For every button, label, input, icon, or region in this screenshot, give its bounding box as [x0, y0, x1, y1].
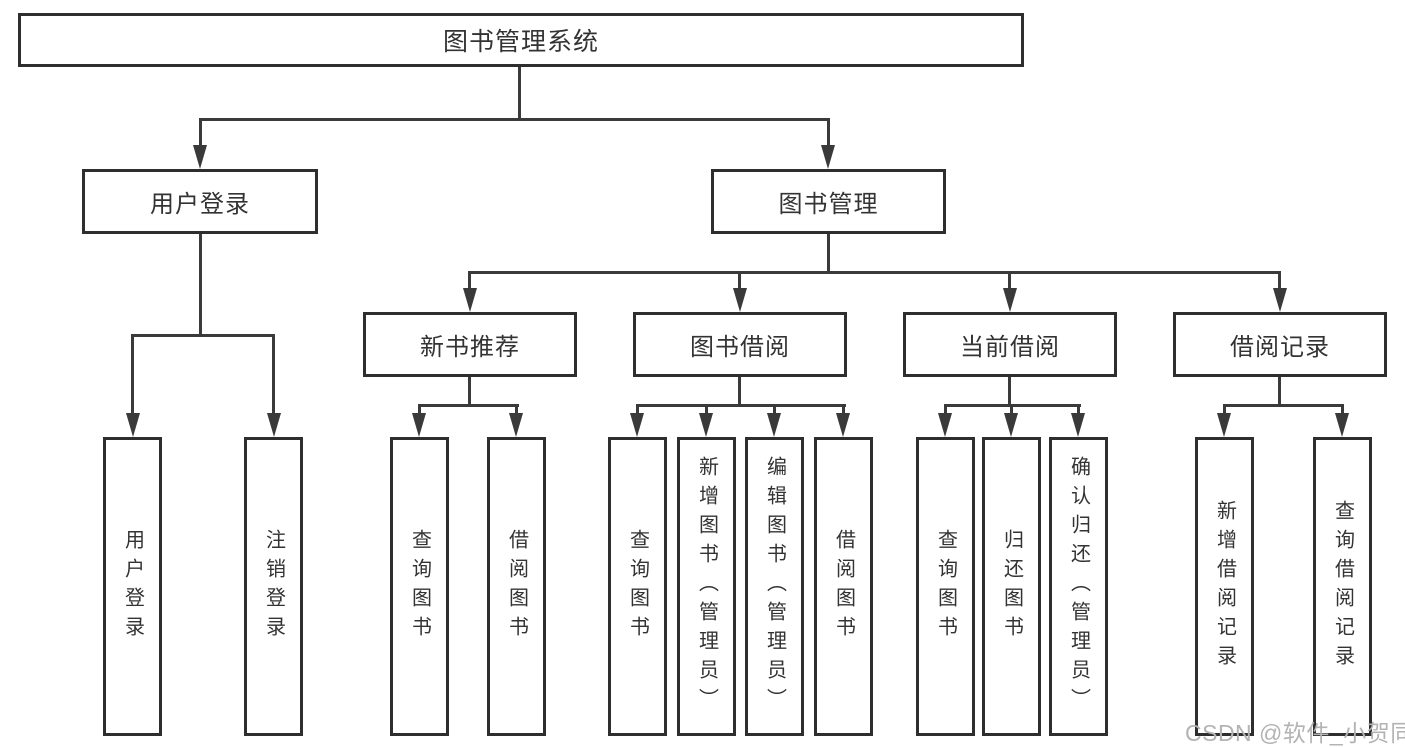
arrow-down-icon — [509, 413, 523, 437]
connector-line — [1278, 376, 1281, 407]
node-library-management-system: 图书管理系统 — [18, 13, 1024, 67]
connector-line — [636, 404, 639, 415]
connector-line — [773, 404, 776, 415]
node-new-book-recommend: 新书推荐 — [363, 312, 577, 377]
connector-line — [842, 404, 845, 415]
arrow-down-icon — [938, 413, 952, 437]
node-current-borrow: 当前借阅 — [903, 312, 1117, 377]
connector-line — [827, 232, 830, 274]
connector-line — [738, 271, 741, 291]
connector-line — [468, 376, 471, 407]
node-label: 新增借阅记录 — [1213, 499, 1236, 674]
node-label: 当前借阅 — [960, 334, 1060, 361]
connector-line — [518, 66, 521, 121]
connector-line — [944, 404, 947, 415]
node-label: 确认归还（管理员） — [1067, 456, 1090, 717]
node-label: 编辑图书（管理员） — [763, 456, 786, 717]
connector-line — [1341, 404, 1344, 415]
node-label: 借阅图书 — [832, 528, 855, 645]
connector-line — [418, 404, 519, 407]
connector-line — [1223, 404, 1226, 415]
arrow-down-icon — [767, 413, 781, 437]
node-borrow-records: 借阅记录 — [1173, 312, 1387, 377]
connector-line — [1008, 271, 1011, 291]
node-label: 借阅图书 — [505, 528, 528, 645]
node-label: 新书推荐 — [420, 334, 520, 361]
arrow-down-icon — [1004, 413, 1018, 437]
leaf-current-query-books: 查询图书 — [916, 437, 975, 736]
arrow-down-icon — [699, 413, 713, 437]
leaf-add-borrow-record: 新增借阅记录 — [1195, 437, 1254, 736]
arrow-down-icon — [193, 145, 207, 169]
arrow-down-icon — [1217, 413, 1231, 437]
leaf-edit-books-admin: 编辑图书（管理员） — [745, 437, 804, 736]
connector-line — [1077, 404, 1080, 415]
node-label: 查询图书 — [408, 528, 431, 645]
connector-line — [636, 404, 846, 407]
node-book-management: 图书管理 — [711, 169, 946, 234]
connector-line — [1008, 376, 1011, 407]
arrow-down-icon — [267, 413, 281, 437]
arrow-down-icon — [1273, 288, 1287, 312]
leaf-return-books: 归还图书 — [982, 437, 1041, 736]
arrow-down-icon — [733, 288, 747, 312]
arrow-down-icon — [821, 145, 835, 169]
leaf-query-borrow-record: 查询借阅记录 — [1313, 437, 1372, 736]
arrow-down-icon — [412, 413, 426, 437]
connector-line — [1010, 404, 1013, 415]
connector-line — [131, 334, 134, 415]
node-label: 查询图书 — [934, 528, 957, 645]
leaf-add-books-admin: 新增图书（管理员） — [677, 437, 736, 736]
connector-line — [418, 404, 421, 415]
connector-line — [468, 271, 471, 291]
arrow-down-icon — [1003, 288, 1017, 312]
node-label: 图书借阅 — [690, 334, 790, 361]
arrow-down-icon — [1071, 413, 1085, 437]
node-label: 用户登录 — [150, 191, 250, 218]
connector-line — [705, 404, 708, 415]
node-label: 归还图书 — [1000, 528, 1023, 645]
connector-line — [199, 118, 830, 121]
node-label: 图书管理 — [778, 191, 879, 218]
node-book-borrow: 图书借阅 — [633, 312, 847, 377]
leaf-confirm-return-admin: 确认归还（管理员） — [1049, 437, 1108, 736]
connector-line — [515, 404, 518, 415]
leaf-logout: 注销登录 — [244, 437, 303, 736]
arrow-down-icon — [836, 413, 850, 437]
node-label: 查询图书 — [626, 528, 649, 645]
leaf-user-login: 用户登录 — [103, 437, 162, 736]
node-label: 图书管理系统 — [442, 28, 599, 56]
connector-line — [738, 376, 741, 407]
connector-line — [1278, 271, 1281, 291]
csdn-watermark: CSDN @软件_小贺同学 — [1185, 720, 1405, 746]
leaf-newbook-query-books: 查询图书 — [390, 437, 449, 736]
connector-line — [468, 271, 1281, 274]
connector-line — [199, 118, 202, 148]
leaf-borrow-query-books: 查询图书 — [608, 437, 667, 736]
arrow-down-icon — [463, 288, 477, 312]
connector-line — [827, 118, 830, 148]
arrow-down-icon — [630, 413, 644, 437]
node-user-login: 用户登录 — [82, 169, 318, 234]
node-label: 注销登录 — [262, 528, 285, 645]
connector-line — [131, 334, 275, 337]
connector-line — [272, 334, 275, 415]
leaf-newbook-borrow-books: 借阅图书 — [487, 437, 546, 736]
node-label: 查询借阅记录 — [1331, 499, 1354, 674]
arrow-down-icon — [1335, 413, 1349, 437]
leaf-borrow-books: 借阅图书 — [814, 437, 873, 736]
arrow-down-icon — [126, 413, 140, 437]
node-label: 用户登录 — [121, 528, 144, 645]
connector-line — [199, 232, 202, 336]
node-label: 新增图书（管理员） — [695, 456, 718, 717]
node-label: 借阅记录 — [1230, 334, 1330, 361]
connector-line — [1223, 404, 1344, 407]
